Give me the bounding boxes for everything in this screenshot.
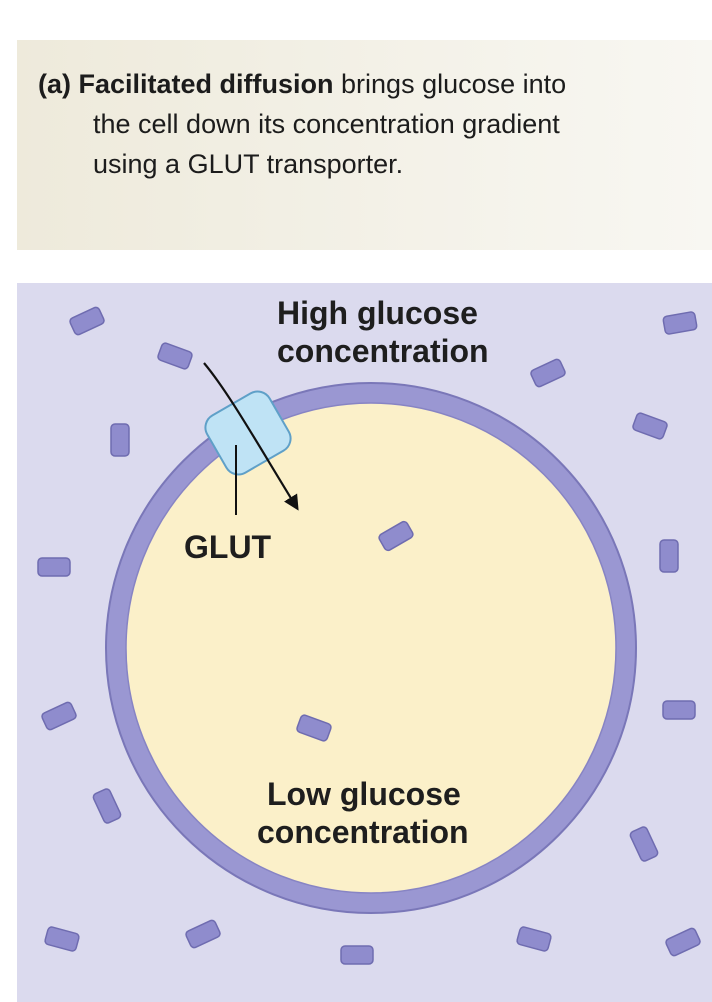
caption-line-3: using a GLUT transporter. [93, 149, 404, 179]
glucose-molecule [44, 926, 80, 952]
glucose-molecule [632, 412, 668, 440]
glucose-molecule [185, 919, 221, 949]
glucose-molecule [37, 557, 71, 577]
extracellular-glucose [37, 306, 701, 965]
glucose-molecule [41, 701, 77, 731]
glut-transporter [204, 390, 292, 476]
glucose-molecule [69, 306, 105, 336]
glut-label: GLUT [184, 529, 272, 565]
low-glucose-label-line-1: Low glucose [267, 776, 461, 812]
high-glucose-label-line-2: concentration [277, 333, 489, 369]
glucose-molecule [516, 926, 552, 952]
intracellular-glucose [296, 520, 414, 742]
cytoplasm [125, 402, 617, 894]
caption-line-1-rest: brings glucose into [333, 69, 567, 99]
glucose-molecule [110, 423, 130, 457]
low-glucose-label-line-2: concentration [257, 814, 469, 850]
figure-caption: (a) Facilitated diffusion brings glucose… [38, 64, 698, 184]
glucose-molecule [378, 520, 414, 552]
glucose-molecule [92, 788, 122, 824]
glucose-molecule [659, 539, 679, 573]
glucose-molecule [629, 826, 659, 862]
diagram-panel: High glucose concentration GLUT Low gluc… [17, 283, 712, 1002]
caption-part-label: (a) [38, 69, 71, 99]
caption-term: Facilitated diffusion [78, 69, 334, 99]
glucose-molecule [296, 714, 332, 742]
caption-box [17, 40, 712, 250]
glucose-molecule [157, 342, 193, 370]
cell-diagram: High glucose concentration GLUT Low gluc… [37, 295, 701, 965]
caption-line-1: (a) Facilitated diffusion brings glucose… [38, 64, 698, 104]
high-glucose-label-line-1: High glucose [277, 295, 478, 331]
glucose-molecule [340, 945, 374, 965]
glucose-molecule [662, 700, 696, 720]
caption-line-2: the cell down its concentration gradient [93, 109, 560, 139]
transport-arrow [203, 362, 299, 511]
glucose-molecule [530, 358, 566, 388]
glucose-molecule [662, 311, 698, 335]
glucose-molecule [665, 927, 701, 957]
